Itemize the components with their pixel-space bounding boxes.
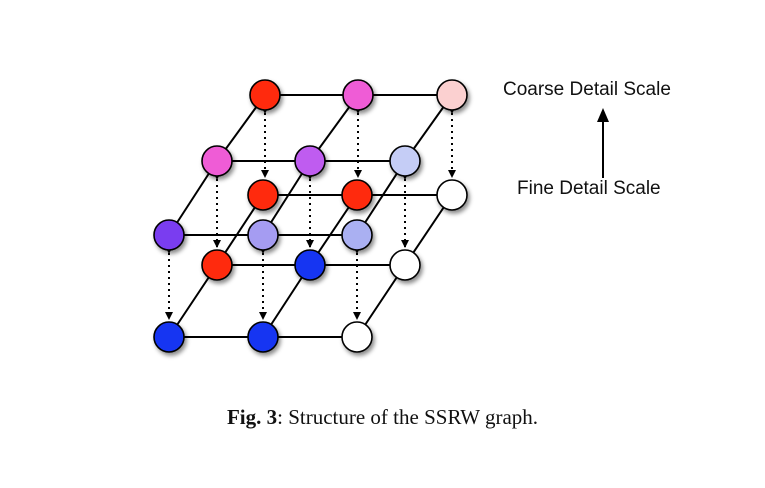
fine-layer-node xyxy=(153,321,185,353)
coarse-layer-node xyxy=(249,79,281,111)
coarse-layer-node xyxy=(153,219,185,251)
up-arrow-icon xyxy=(597,108,609,178)
fine-detail-scale-label: Fine Detail Scale xyxy=(517,178,661,199)
figure-caption: Fig. 3: Structure of the SSRW graph. xyxy=(0,405,765,430)
coarse-layer-node xyxy=(201,145,233,177)
coarse-layer-node xyxy=(342,79,374,111)
coarse-layer-node xyxy=(436,79,468,111)
caption-text: : Structure of the SSRW graph. xyxy=(277,405,539,429)
coarse-layer-node xyxy=(341,219,373,251)
fine-layer-node xyxy=(247,179,279,211)
fine-layer-node xyxy=(294,249,326,281)
coarse-layer-node xyxy=(294,145,326,177)
coarse-layer-node xyxy=(247,219,279,251)
inter-scale-links xyxy=(165,106,456,320)
fine-layer-node xyxy=(341,321,373,353)
fine-layer-node xyxy=(389,249,421,281)
graph-nodes xyxy=(153,79,468,353)
fine-layer-node xyxy=(247,321,279,353)
fine-layer-node xyxy=(201,249,233,281)
fine-layer-node xyxy=(436,179,468,211)
coarse-layer-node xyxy=(389,145,421,177)
caption-label: Fig. 3 xyxy=(226,405,278,429)
coarse-detail-scale-label: Coarse Detail Scale xyxy=(503,79,671,100)
fine-layer-node xyxy=(341,179,373,211)
